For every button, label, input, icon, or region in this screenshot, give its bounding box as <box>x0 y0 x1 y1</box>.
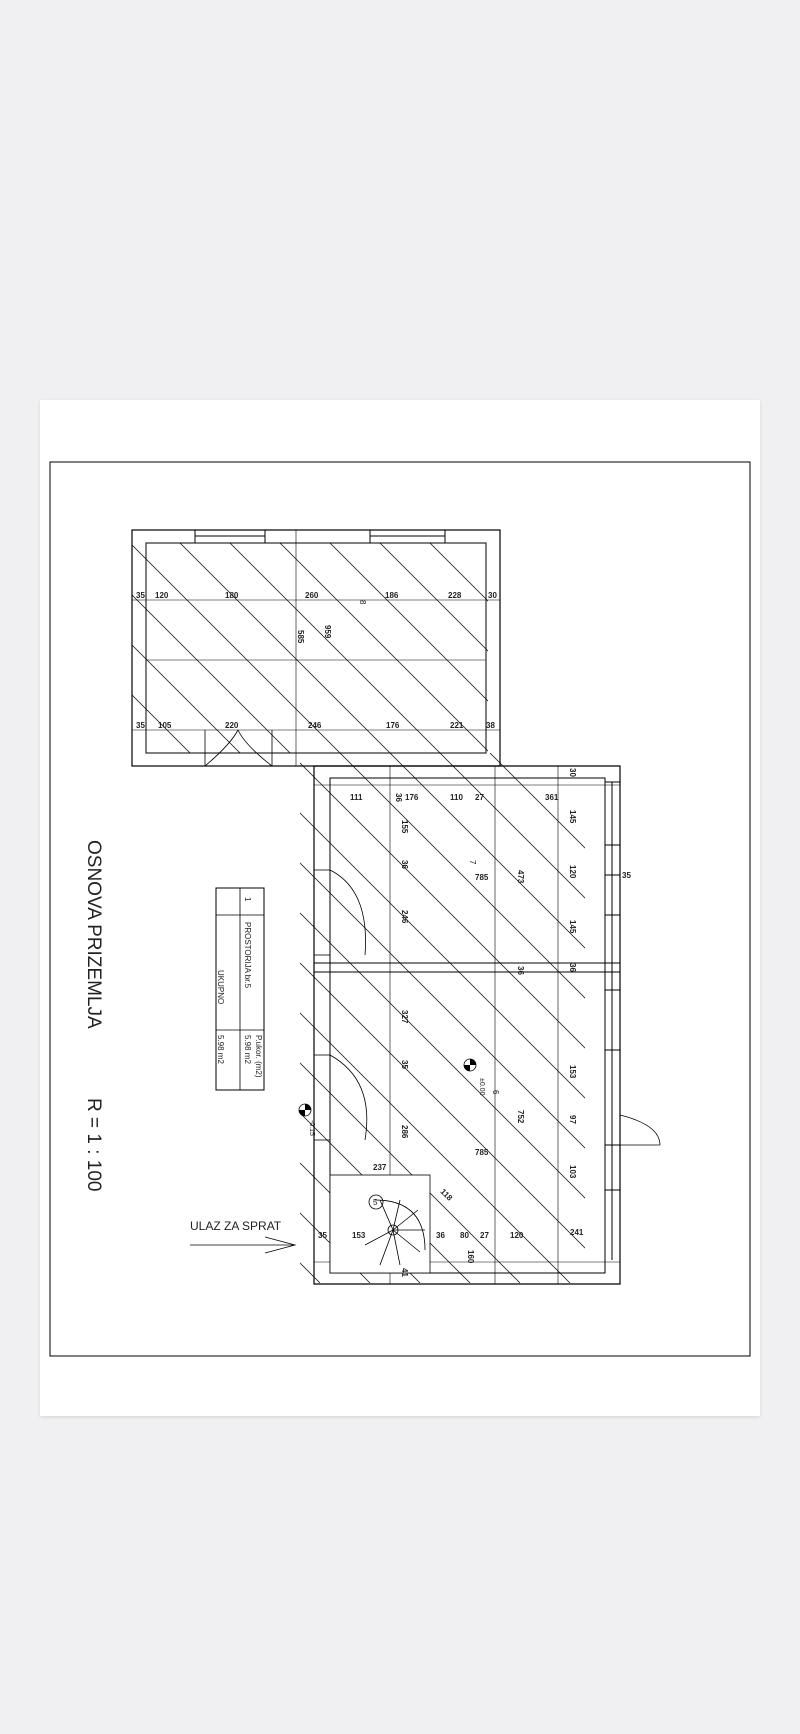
dim-a30: 30 <box>488 591 497 600</box>
dim-e155: 155 <box>400 820 409 834</box>
table-area-header: P.ukor. (m2) <box>254 1035 263 1078</box>
area-table: 1 PROSTORIJA br.5 P.ukor. (m2) 5.98 m2 U… <box>215 887 265 1091</box>
table-row-name: PROSTORIJA br.5 <box>243 922 252 989</box>
level-marker-inner: ±0.00 <box>463 1058 485 1096</box>
dim-e36: 36 <box>400 860 409 869</box>
dim-f145b: 145 <box>568 920 577 934</box>
dim-f145: 145 <box>568 810 577 824</box>
dim-e327: 327 <box>400 1010 409 1024</box>
dim-a180: 180 <box>225 591 239 600</box>
dim-h237: 237 <box>373 1163 387 1172</box>
dim-585: 585 <box>296 630 305 644</box>
dim-959: 959 <box>323 625 332 639</box>
dim-f120: 120 <box>568 865 577 879</box>
document-page: 8 585 959 35 120 180 260 186 228 30 35 1… <box>40 400 760 1416</box>
dim-f30: 30 <box>568 768 577 777</box>
dim-h118: 118 <box>439 1187 455 1203</box>
dim-d36: 36 <box>394 793 403 802</box>
sheet-frame <box>49 461 751 1357</box>
dim-g785: 785 <box>475 873 489 882</box>
level-marker-outer: -0.15 <box>298 1103 315 1136</box>
dim-h80: 80 <box>460 1231 469 1240</box>
dim-b220: 220 <box>225 721 239 730</box>
dim-d27: 27 <box>475 793 484 802</box>
dim-f36: 36 <box>568 963 577 972</box>
dim-d361: 361 <box>545 793 559 802</box>
dim-h35: 35 <box>318 1231 327 1240</box>
dim-g473: 473 <box>516 870 525 884</box>
table-row-area: 5.98 m2 <box>243 1035 252 1064</box>
level-outer: -0.15 <box>308 1120 315 1136</box>
dim-b246: 246 <box>308 721 322 730</box>
dim-a228: 228 <box>448 591 462 600</box>
table-total-label: UKUPNO <box>216 970 225 1004</box>
dim-a35: 35 <box>136 591 145 600</box>
dim-f241: 241 <box>570 1228 584 1237</box>
dim-a186: 186 <box>385 591 399 600</box>
dim-g35: 35 <box>622 871 631 880</box>
rooms-bottom-block: 5 7 6 ±0.00 -0.15 111 36 176 110 27 361 … <box>298 753 661 1285</box>
dim-f103: 103 <box>568 1165 577 1179</box>
dim-f97: 97 <box>568 1115 577 1124</box>
dim-g785b: 785 <box>475 1148 489 1157</box>
staircase <box>329 1174 431 1274</box>
dim-h120: 120 <box>510 1231 524 1240</box>
dim-b105: 105 <box>158 721 172 730</box>
sheet-scale: R = 1 : 100 <box>83 1098 104 1191</box>
table-row-number: 1 <box>243 897 252 902</box>
dim-d110: 110 <box>450 793 463 802</box>
dim-e35: 35 <box>400 1060 409 1069</box>
dim-d176: 176 <box>405 793 419 802</box>
level-inner: ±0.00 <box>478 1078 485 1096</box>
dim-f153: 153 <box>568 1065 577 1079</box>
dim-b221: 221 <box>450 721 464 730</box>
dim-g36: 36 <box>516 966 525 975</box>
dim-e286: 286 <box>400 1125 409 1139</box>
room-8-number: 8 <box>358 600 367 605</box>
dim-a260: 260 <box>305 591 319 600</box>
dim-h27: 27 <box>480 1231 489 1240</box>
room-6-number: 6 <box>491 1090 500 1095</box>
dim-d111: 111 <box>350 793 363 802</box>
room-7-number: 7 <box>468 860 477 865</box>
entrance-arrow <box>190 1236 297 1254</box>
dim-b35: 35 <box>136 721 145 730</box>
dim-b38: 38 <box>486 721 495 730</box>
floor-plan-drawing: 8 585 959 35 120 180 260 186 228 30 35 1… <box>49 461 751 1357</box>
dim-a120: 120 <box>155 591 169 600</box>
entrance-label: ULAZ ZA SPRAT <box>190 1219 282 1233</box>
sheet-title: OSNOVA PRIZEMLJA <box>83 840 104 1029</box>
dim-b176: 176 <box>386 721 400 730</box>
dim-h160: 160 <box>466 1250 475 1264</box>
room-5-number: 5 <box>373 1198 378 1207</box>
dim-h41: 41 <box>400 1268 409 1277</box>
table-total-area: 5.98 m2 <box>216 1035 225 1064</box>
dim-g752: 752 <box>516 1110 525 1124</box>
dim-h36: 36 <box>436 1231 445 1240</box>
dim-h153: 153 <box>352 1231 366 1240</box>
dim-e246: 246 <box>400 910 409 924</box>
room-8-block: 8 585 959 35 120 180 260 186 228 30 35 1… <box>131 529 501 767</box>
